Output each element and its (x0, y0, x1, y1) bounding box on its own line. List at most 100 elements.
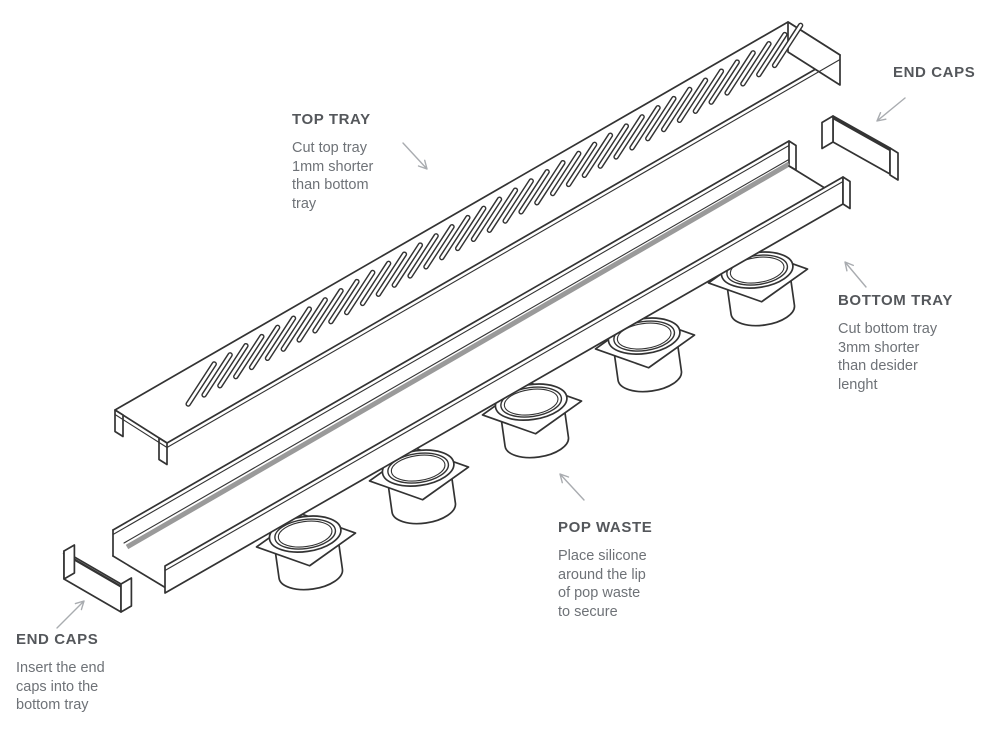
grate-slot-inner (519, 170, 549, 214)
end-cap-right-tab (889, 147, 899, 181)
top-tray-near-hem (166, 58, 841, 449)
top-tray-arrow (402, 142, 428, 170)
pop-waste-cylinder (724, 266, 796, 327)
pop-waste-lip-outer (268, 515, 342, 553)
pop-waste-lip-inner (390, 454, 446, 482)
pop-waste-label: POP WASTE Place silicone around the lip … (558, 519, 678, 621)
bottom-tray-drawing (112, 140, 851, 594)
end-caps-bottom-title: END CAPS (16, 631, 99, 648)
grate-slot-inner (725, 51, 755, 95)
grate-slot-inner (377, 252, 406, 296)
pop-waste-drawing (368, 447, 470, 525)
pop-waste-lip-outer (381, 449, 455, 487)
grate-slot-inner (393, 243, 422, 287)
grate-slot-inner (662, 88, 691, 131)
bottom-tray-arrow (844, 261, 867, 288)
bottom-tray-note: Cut bottom tray 3mm shorter than desider… (838, 321, 938, 393)
end-caps-bottom-label: END CAPS Insert the end caps into the bo… (16, 631, 136, 715)
pop-waste-lip-inner (729, 256, 785, 284)
grate-slot-inner (329, 280, 359, 323)
top-tray-slots (185, 22, 804, 407)
grate-slot-inner (694, 69, 723, 113)
top-tray-drawing (114, 21, 841, 466)
pop-waste-lip-inner (277, 520, 333, 548)
grate-slot-inner (408, 234, 438, 278)
floor-left-edge (112, 555, 167, 589)
grate-slot-inner (551, 152, 580, 195)
pop-waste-lip-mid (500, 386, 563, 418)
top-tray-label: TOP TRAY Cut top tray 1mm shorter than b… (292, 111, 412, 213)
pop-waste-lip-mid (726, 254, 789, 286)
pop-waste-cylinder (385, 464, 457, 525)
grate-slot-inner (614, 115, 644, 159)
pop-waste-lip-inner (616, 322, 672, 350)
pop-waste-title: POP WASTE (558, 519, 653, 536)
grate-slot-inner (678, 79, 707, 122)
grate-slot-inner (741, 42, 771, 86)
grate-slot-inner (503, 179, 533, 223)
pop-waste-cylinder (611, 332, 683, 393)
grate-slot-inner (709, 60, 739, 104)
back-wall-hem (112, 144, 790, 536)
bottom-tray-title: BOTTOM TRAY (838, 292, 953, 309)
grate-slot-inner (583, 134, 612, 177)
grate-slot-inner (488, 188, 517, 232)
grate-slot-inner (297, 298, 327, 342)
back-wall-top-edge (112, 140, 790, 531)
end-caps-bottom-arrow (56, 600, 85, 629)
grate-slot-inner (202, 353, 232, 397)
top-tray-left-leg-near (158, 437, 168, 466)
grate-slot-inner (757, 33, 787, 76)
grate-slot-inner (266, 317, 295, 360)
grate-slot-inner (646, 97, 676, 140)
grate-slot-inner (282, 307, 311, 351)
front-wall-right-end (842, 176, 851, 210)
channel-shadow-stripe (125, 161, 791, 550)
pop-waste-note: Place silicone around the lip of pop was… (558, 548, 647, 620)
grate-slot-inner (535, 161, 565, 204)
end-caps-bottom-note: Insert the end caps into the bottom tray (16, 660, 105, 713)
top-tray-left-leg-far (114, 409, 124, 438)
grate-slot-inner (456, 207, 485, 250)
end-cap-right-tab (120, 577, 133, 613)
pop-waste-lip-mid (387, 452, 450, 484)
grate-slot-inner (773, 24, 802, 67)
pop-waste-drawing (481, 381, 583, 459)
top-tray-title: TOP TRAY (292, 111, 371, 128)
grate-slot-inner (361, 262, 390, 305)
bottom-tray-label: BOTTOM TRAY Cut bottom tray 3mm shorter … (838, 292, 968, 394)
pop-waste-arrow (559, 473, 585, 501)
end-cap-left-tab (63, 544, 76, 580)
end-caps-top-label: END CAPS (893, 64, 993, 92)
end-cap-top-right-drawing (821, 115, 899, 181)
pop-waste-lip-mid (613, 320, 676, 352)
back-wall-base-line (123, 159, 789, 544)
grate-slot-inner (599, 124, 628, 168)
front-wall-hem (164, 180, 844, 572)
grate-slot-inner (472, 198, 501, 241)
end-cap-left-tab (821, 115, 834, 150)
end-caps-top-title: END CAPS (893, 64, 976, 81)
top-tray-left-end-hem (114, 413, 168, 449)
pop-wastes-group (255, 249, 809, 591)
grate-slot-inner (313, 289, 343, 333)
grate-slot-inner (186, 362, 216, 406)
grate-slot-inner (424, 225, 454, 269)
end-cap-bottom-left-drawing (62, 544, 133, 613)
grate-slot-inner (567, 143, 596, 186)
pop-waste-cylinder (498, 398, 570, 459)
grate-slot-inner (218, 344, 248, 387)
grate-slot-inner (250, 326, 279, 369)
grate-slot-inner (345, 271, 374, 314)
grate-slot-inner (234, 335, 264, 378)
pop-waste-drawing (255, 513, 357, 591)
top-tray-note: Cut top tray 1mm shorter than bottom tra… (292, 140, 374, 212)
end-cap-top-hem (831, 116, 892, 152)
pop-waste-cylinder (272, 530, 344, 591)
pop-waste-lip-inner (503, 388, 559, 416)
end-caps-top-arrow (876, 97, 906, 122)
grate-slot-inner (440, 216, 470, 259)
grate-slot-inner (630, 106, 660, 150)
